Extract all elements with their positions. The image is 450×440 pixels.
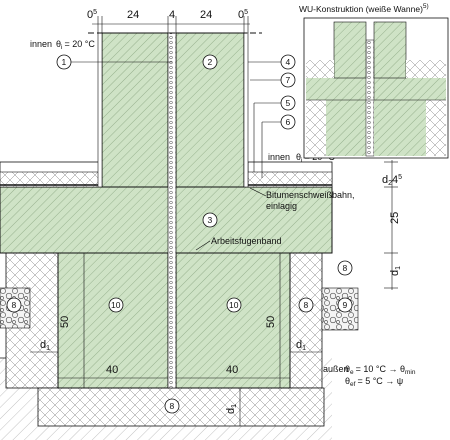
svg-text:10: 10 bbox=[229, 300, 239, 310]
right-dimension-chain bbox=[384, 160, 398, 290]
leader-joint-tape bbox=[195, 240, 211, 251]
svg-text:2: 2 bbox=[208, 57, 213, 67]
label-theta-left: θi= 20 °C bbox=[56, 39, 95, 51]
svg-text:9: 9 bbox=[343, 300, 348, 310]
dim-right-d1: d1 bbox=[389, 266, 402, 276]
label-inside-right: innen bbox=[268, 152, 290, 162]
label-theta-e: θe= 10 °C → θmin bbox=[345, 364, 416, 376]
walls bbox=[97, 32, 249, 188]
dim-bottom-d1: d1 bbox=[225, 404, 238, 414]
separation-joint bbox=[167, 32, 177, 389]
svg-text:6: 6 bbox=[286, 117, 291, 127]
dim-bottom-40-right: 40 bbox=[226, 364, 238, 376]
dim-right-50: 50 bbox=[265, 316, 277, 328]
svg-text:8: 8 bbox=[343, 263, 348, 273]
svg-text:8: 8 bbox=[170, 401, 175, 411]
svg-text:8: 8 bbox=[304, 300, 309, 310]
marker-4: 4 bbox=[248, 54, 296, 70]
marker-2: 2 bbox=[202, 54, 218, 70]
marker-8-right-upper: 8 bbox=[337, 260, 353, 276]
marker-1: 1 bbox=[56, 54, 172, 70]
label-bitumen-1: Bitumenschweißbahn, bbox=[266, 190, 355, 200]
dim-top-wall-left: 24 bbox=[127, 9, 139, 21]
svg-text:10: 10 bbox=[111, 300, 121, 310]
foundation-concrete bbox=[57, 252, 291, 389]
label-inside-left: innen bbox=[30, 39, 52, 49]
label-theta-ef: θef= 5 °C → ψ bbox=[345, 376, 403, 388]
label-outside: außen bbox=[323, 364, 349, 374]
leader-bitumen bbox=[249, 187, 267, 197]
svg-text:3: 3 bbox=[208, 215, 213, 225]
label-joint-tape: Arbeitsfugenband bbox=[211, 236, 282, 246]
floor-slab bbox=[0, 186, 333, 254]
height-dimensions bbox=[83, 253, 281, 388]
label-bitumen-2: einlagig bbox=[266, 201, 297, 211]
dim-top-wall-right: 24 bbox=[200, 9, 212, 21]
marker-8-bottom: 8 bbox=[164, 398, 180, 414]
marker-7: 7 bbox=[250, 72, 296, 88]
marker-9: 9 bbox=[337, 297, 353, 313]
inset-wu-construction bbox=[303, 17, 449, 159]
dim-right-25: 25 bbox=[389, 212, 401, 224]
svg-text:5: 5 bbox=[286, 98, 291, 108]
marker-5: 5 bbox=[253, 95, 296, 172]
dim-top-right-offset: 05 bbox=[238, 9, 248, 21]
dim-left-d1: d1 bbox=[40, 339, 50, 352]
marker-3: 3 bbox=[202, 212, 218, 228]
top-dimension-chain bbox=[92, 16, 250, 33]
dim-bottom-40-left: 40 bbox=[106, 364, 118, 376]
marker-8-right: 8 bbox=[298, 297, 314, 313]
svg-text:7: 7 bbox=[286, 75, 291, 85]
gravel-fill bbox=[0, 287, 359, 331]
dim-right-d2: d245 bbox=[382, 174, 402, 187]
marker-10-right: 10 bbox=[226, 297, 242, 313]
inset-title: WU-Konstruktion (weiße Wanne)5) bbox=[299, 3, 429, 14]
dim-right-lower-d1: d1 bbox=[296, 339, 306, 352]
svg-text:1: 1 bbox=[62, 57, 67, 67]
dim-left-50: 50 bbox=[59, 316, 71, 328]
marker-6: 6 bbox=[261, 114, 296, 178]
dim-top-left-offset: 05 bbox=[87, 9, 97, 21]
marker-8-left: 8 bbox=[6, 297, 22, 313]
dim-top-joint: 4 bbox=[169, 9, 175, 21]
svg-text:8: 8 bbox=[12, 300, 17, 310]
svg-text:4: 4 bbox=[286, 57, 291, 67]
marker-10-left: 10 bbox=[108, 297, 124, 313]
